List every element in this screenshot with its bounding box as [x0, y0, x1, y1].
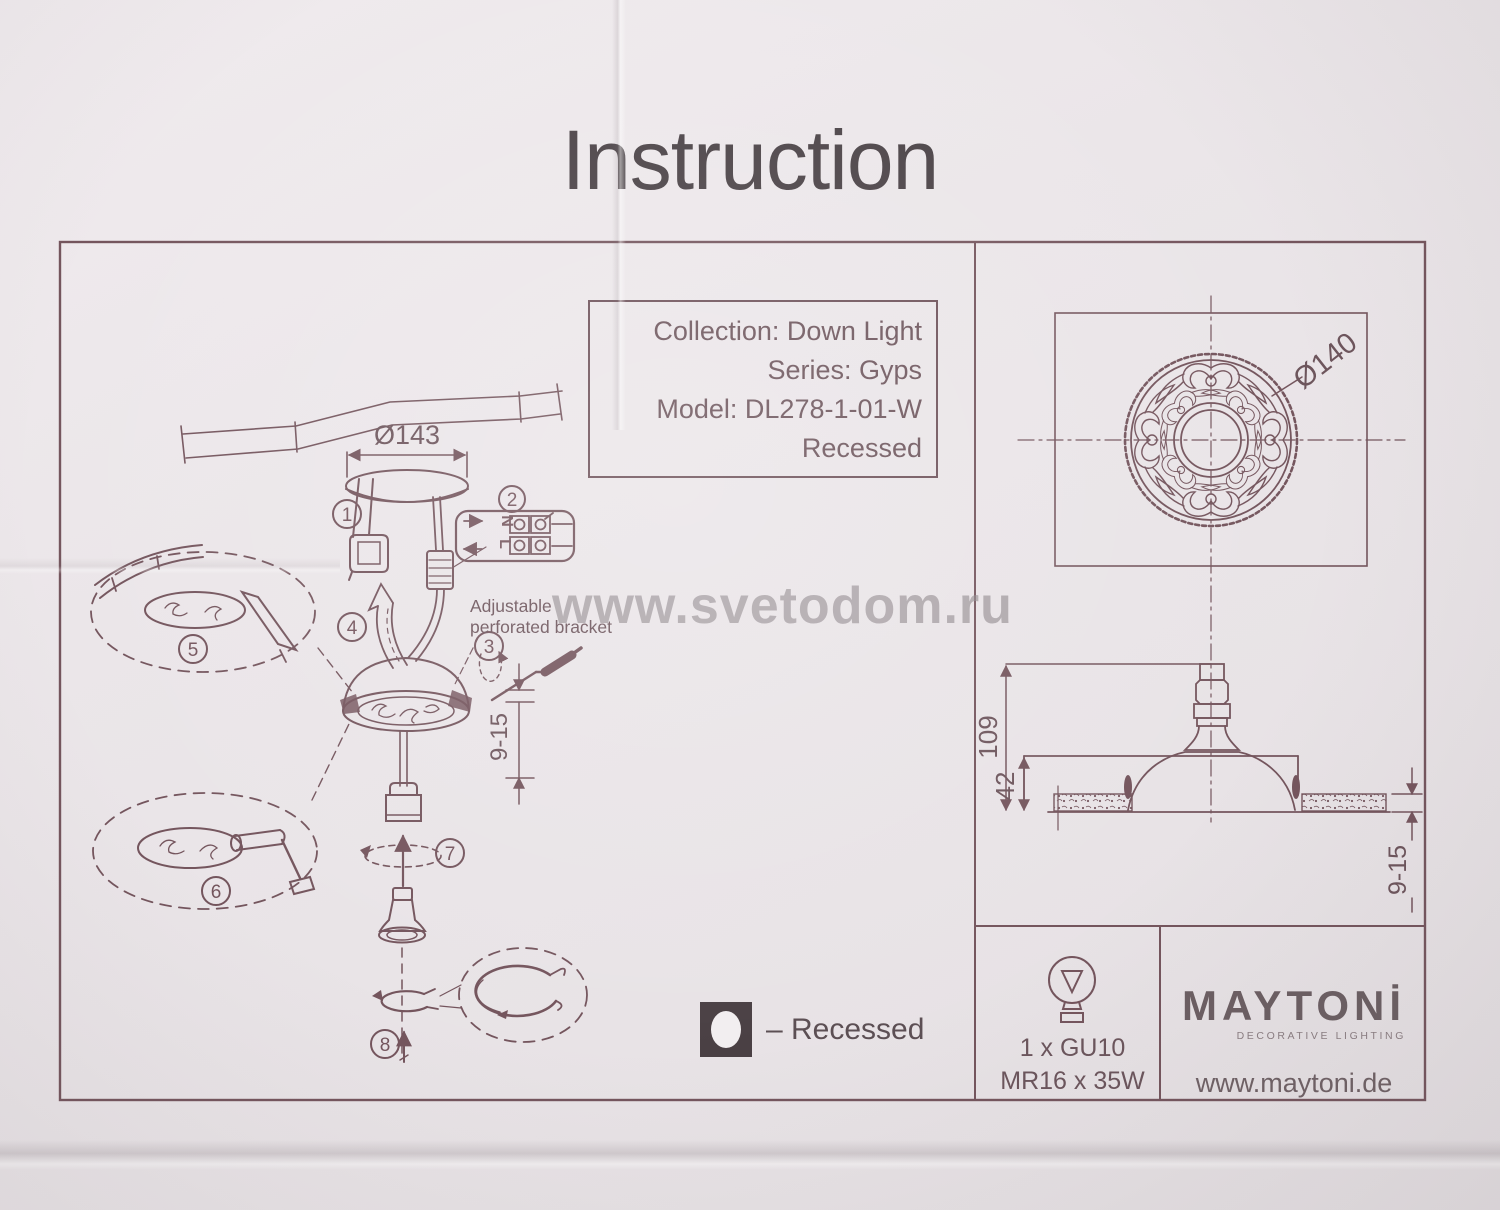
plan-view: Ø140	[1017, 295, 1406, 823]
section-body	[1023, 751, 1391, 831]
dim-hole-label: Ø143	[374, 420, 440, 450]
step-circle-1: 1	[332, 499, 362, 529]
product-info-box: Collection: Down Light Series: Gyps Mode…	[588, 300, 938, 478]
bracket-screw	[478, 646, 583, 702]
ceiling-ring	[345, 469, 469, 503]
brand-website: www.maytoni.de	[1195, 1068, 1393, 1098]
cross-section: 109 42 9-15	[973, 663, 1423, 913]
svg-text:4: 4	[347, 618, 358, 639]
section-ceiling	[1053, 775, 1387, 812]
step-circle-6: 6	[201, 876, 231, 906]
step-circle-8: 8	[370, 1029, 412, 1063]
leader-oval-6	[311, 723, 350, 801]
dim-total-height: 109	[973, 663, 1212, 812]
svg-text:2: 2	[507, 490, 518, 511]
info-collection: Collection: Down Light	[653, 316, 922, 346]
section-socket	[1182, 663, 1242, 751]
leader-oval-5	[317, 647, 354, 694]
assembly-diagram: Ø143 1	[90, 383, 612, 1063]
screw-rotation	[360, 834, 442, 888]
detail-oval-5	[90, 544, 316, 673]
detail-oval-8	[458, 947, 588, 1043]
fixture-dome	[340, 656, 472, 787]
svg-text:5: 5	[188, 640, 199, 661]
ceiling-rose	[1123, 352, 1299, 528]
recessed-symbol-icon	[700, 1002, 752, 1057]
dim-hole-143: Ø143	[346, 420, 468, 478]
step-circle-7: 7	[435, 838, 465, 868]
terminal-block: N L	[454, 509, 576, 563]
brand-tagline: DECORATIVE LIGHTING	[1236, 1030, 1406, 1042]
recessed-legend-label: – Recessed	[766, 1013, 925, 1046]
svg-text:6: 6	[211, 882, 222, 903]
info-model: Model: DL278-1-01-W	[656, 394, 922, 424]
bracket-note: Adjustable perforated bracket	[453, 596, 612, 687]
page-title: Instruction	[561, 113, 940, 207]
supply-wire	[407, 496, 487, 662]
paper-crease-left	[0, 558, 340, 574]
lamp-count: 1 x GU10	[1019, 1034, 1126, 1062]
spring-ring	[372, 984, 462, 1013]
lamp-holder	[385, 782, 422, 822]
dim-ceiling-right: 9-15	[1384, 767, 1423, 913]
step-circle-3: 3	[474, 631, 504, 661]
brand-logo: MAYTONİ	[1181, 982, 1407, 1029]
svg-text:Adjustable: Adjustable	[470, 596, 552, 616]
recessed-hole-shape	[711, 1011, 741, 1048]
gu10-lamp	[378, 887, 427, 944]
dim-ceiling-left-label: 9-15	[486, 713, 513, 761]
paper-fold-bottom	[0, 1140, 1500, 1170]
ceiling-section-line	[180, 383, 563, 464]
paper-crease-vertical	[612, 0, 626, 430]
lamp-spec: 1 x GU10 MR16 x 35W	[990, 1032, 1155, 1098]
watermark: www.svetodom.ru	[552, 577, 1013, 635]
lamp-type: MR16 x 35W	[1000, 1067, 1145, 1095]
step-circle-2: 2	[498, 485, 526, 513]
svg-text:42: 42	[990, 772, 1020, 801]
lift-arrow	[367, 582, 408, 669]
dim-rose-label: Ø140	[1288, 327, 1364, 396]
dim-rose-140: Ø140	[1271, 327, 1364, 397]
svg-text:3: 3	[484, 637, 495, 658]
svg-text:perforated bracket: perforated bracket	[470, 617, 612, 637]
panel-borders	[58, 240, 1427, 1102]
bulb-icon	[1048, 956, 1096, 1023]
step-circle-4: 4	[337, 612, 367, 642]
svg-text:7: 7	[445, 844, 456, 865]
svg-text:1: 1	[342, 505, 353, 526]
detail-oval-6	[92, 792, 318, 910]
terminal-n-label: N	[498, 515, 515, 527]
svg-text:109: 109	[973, 715, 1003, 758]
dim-body-height: 42	[990, 756, 1030, 812]
step-circle-5: 5	[178, 634, 208, 664]
info-mount-type: Recessed	[801, 433, 922, 463]
svg-text:8: 8	[380, 1035, 391, 1056]
dim-ceiling-left: 9-15	[486, 663, 535, 805]
terminal-l-label: L	[496, 539, 513, 549]
brand-block: MAYTONİ DECORATIVE LIGHTING www.maytoni.…	[1178, 982, 1410, 1099]
svg-text:9-15: 9-15	[1384, 845, 1412, 895]
mounting-strap	[348, 478, 389, 581]
info-series: Series: Gyps	[767, 355, 922, 385]
